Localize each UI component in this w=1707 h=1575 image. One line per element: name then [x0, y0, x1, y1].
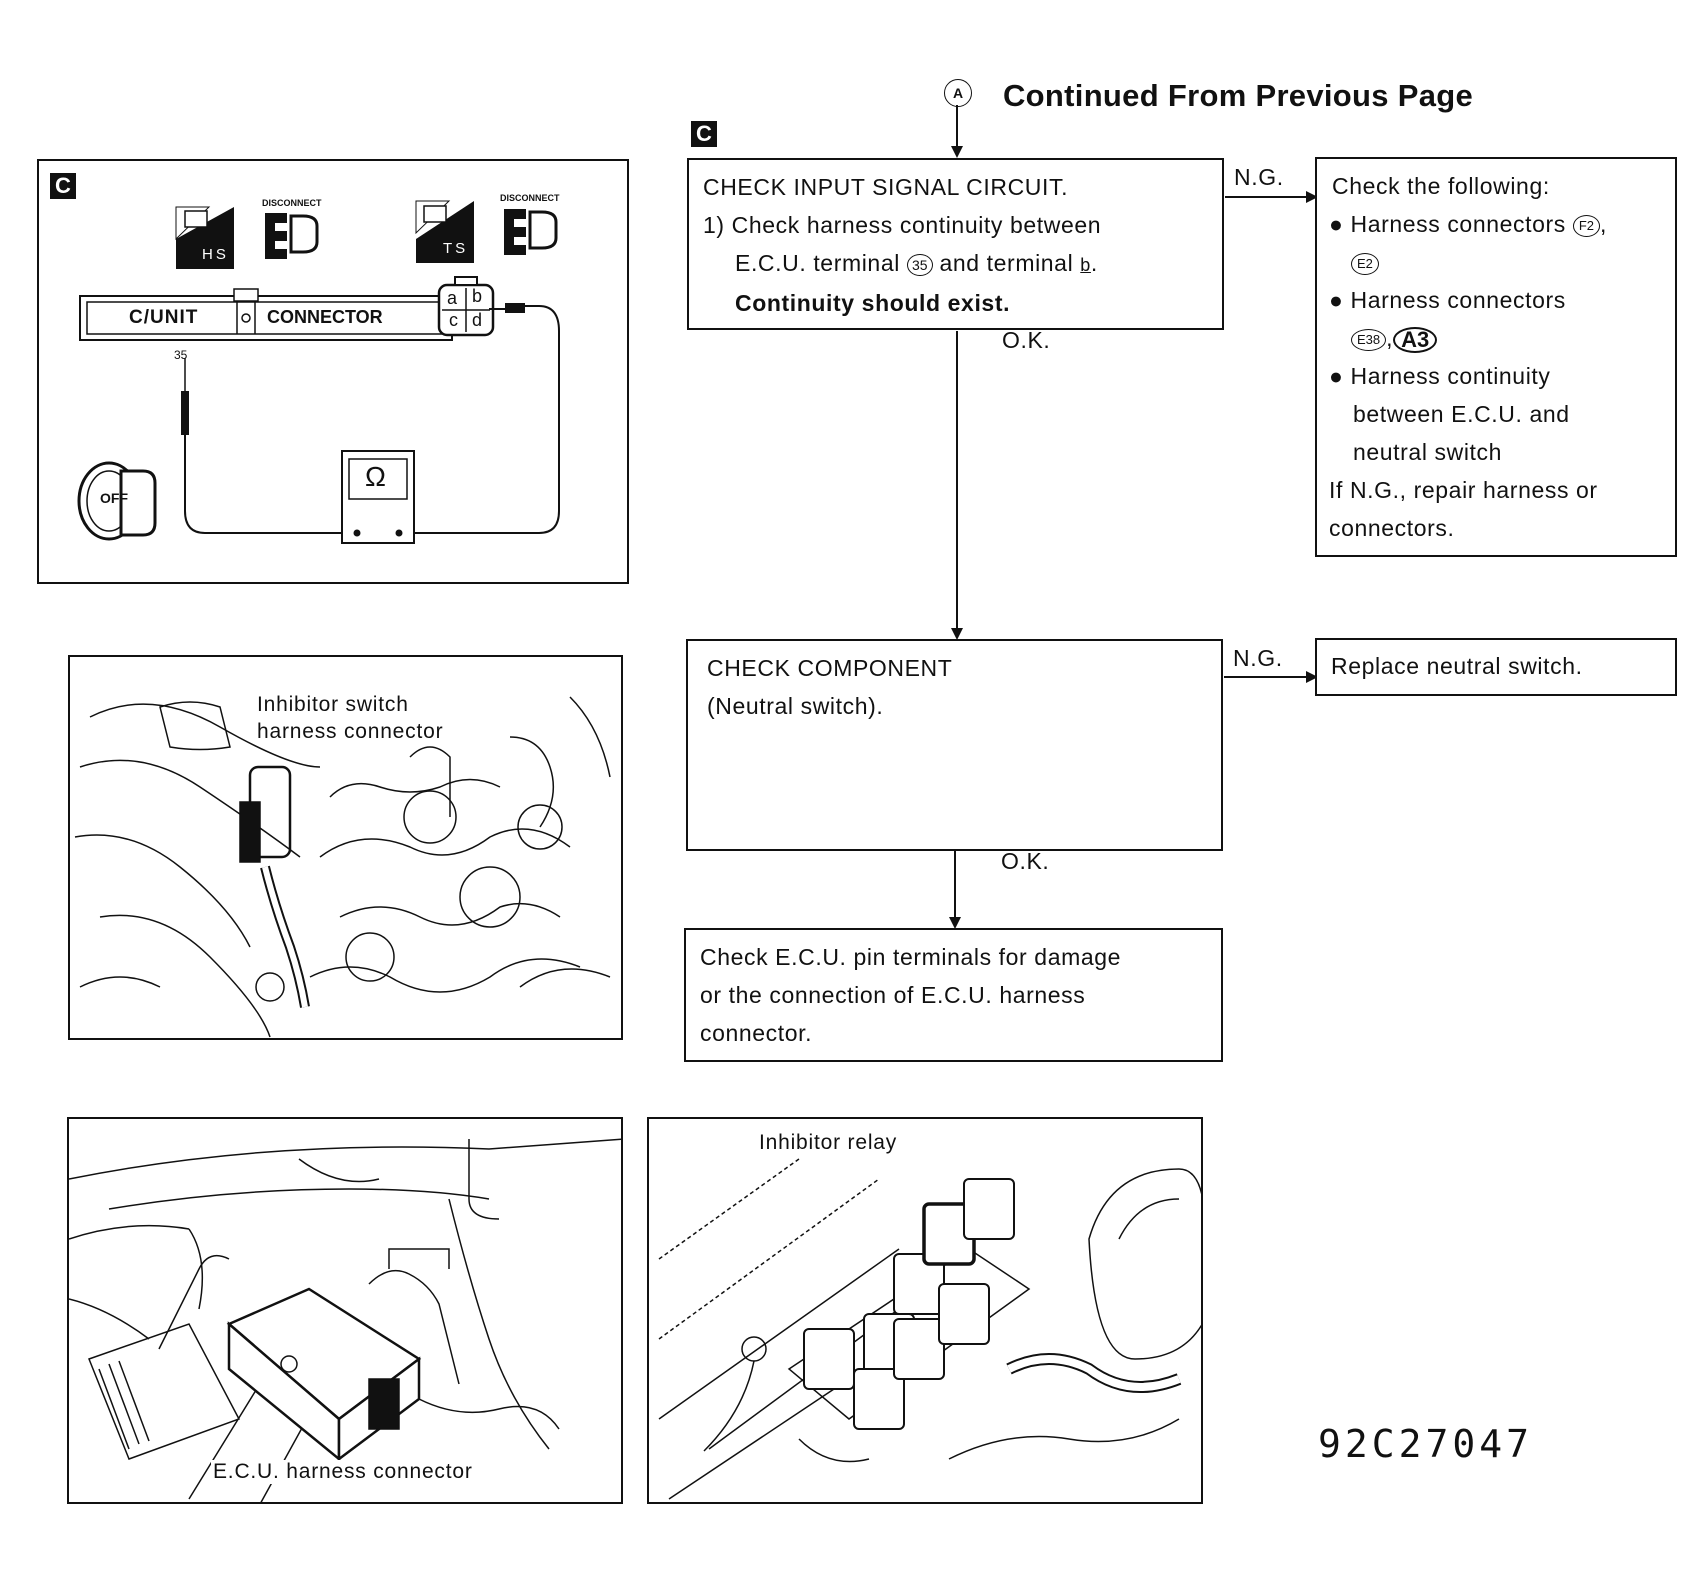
connector-label: CONNECTOR — [267, 307, 383, 327]
ng1-bullet3-l1: Harness continuity — [1350, 363, 1551, 389]
ng1-bullet2-text: Harness connectors — [1350, 287, 1566, 313]
step1-line2: E.C.U. terminal 35 and terminal b. — [703, 244, 1222, 284]
step1-line2-b: and terminal — [939, 250, 1074, 276]
neutral-switch-connector — [379, 276, 560, 534]
inhibitor-switch-label-1: Inhibitor switch — [255, 693, 411, 717]
pin-a-label: a — [447, 288, 458, 308]
pin-35-label: 35 — [174, 348, 188, 362]
ng1-last1: If N.G., repair harness or — [1329, 477, 1598, 503]
ng1-bullet1-text: Harness connectors — [1350, 211, 1566, 237]
disconnect-label-1: DISCONNECT — [262, 198, 322, 208]
ng2-box: Replace neutral switch. — [1315, 638, 1677, 696]
ohm-symbol: Ω — [365, 461, 386, 492]
connector-a3-badge: A3 — [1393, 326, 1438, 353]
pin-d-label: d — [472, 310, 483, 330]
step2-title: CHECK COMPONENT — [707, 655, 953, 681]
bullet-icon: ● — [1329, 287, 1344, 313]
ng1-bullet2-cont: E38,A3 — [1329, 319, 1675, 357]
step1-title: CHECK INPUT SIGNAL CIRCUIT. — [703, 174, 1069, 200]
terminal-35-badge: 35 — [906, 253, 933, 276]
step3-line3: connector. — [700, 1020, 813, 1046]
connector-f2-badge: F2 — [1572, 214, 1601, 237]
step2-subtitle: (Neutral switch). — [707, 693, 884, 719]
cunit-label: C/UNIT — [129, 307, 199, 328]
disconnect-connector-icon-2 — [504, 209, 558, 255]
relay-boxes — [803, 1178, 1015, 1430]
ng1-last2: connectors. — [1329, 515, 1455, 541]
disconnect-label-2: DISCONNECT — [500, 193, 560, 203]
ng1-box: Check the following: ● Harness connector… — [1315, 157, 1677, 557]
inhibitor-relay-figure: Inhibitor relay — [647, 1117, 1203, 1504]
ng1-bullet3-l3: neutral switch — [1353, 439, 1503, 465]
step2-ng-label: N.G. — [1233, 645, 1283, 671]
page-title: Continued From Previous Page — [1003, 78, 1474, 113]
probe-35 — [181, 358, 342, 534]
figure-code: 92C27047 — [1318, 1422, 1534, 1466]
step1-line2-a: E.C.U. terminal — [735, 250, 900, 276]
step3-box: Check E.C.U. pin terminals for damage or… — [684, 928, 1223, 1062]
ng1-bullet2: ● Harness connectors — [1329, 281, 1675, 319]
inhibitor-relay-label: Inhibitor relay — [757, 1131, 900, 1155]
ecu-figure: E.C.U. harness connector — [67, 1117, 623, 1504]
ng1-bullet1-cont: E2 — [1329, 243, 1675, 281]
ohmmeter — [341, 450, 415, 544]
circuit-figure-tag: C — [50, 173, 76, 199]
section-tag: C — [691, 121, 717, 147]
disconnect-connector-icon-1 — [265, 213, 319, 259]
connector-e38-badge: E38 — [1351, 328, 1387, 351]
ignition-key-icon — [77, 461, 157, 541]
pin-c-label: c — [449, 310, 458, 330]
ecu-drawing — [69, 1138, 621, 1502]
step1-line3: Continuity should exist. — [735, 290, 1011, 316]
bullet-icon: ● — [1329, 363, 1344, 389]
ng1-bullet1-sep: , — [1600, 211, 1608, 237]
inhibitor-switch-label-2: harness connector — [255, 720, 446, 744]
step2-ok-label: O.K. — [1001, 848, 1050, 874]
key-off-label: OFF — [100, 490, 128, 506]
ng1-bullet3: ● Harness continuity — [1329, 357, 1675, 395]
pin-b-label: b — [472, 286, 483, 306]
ts-label: TS — [443, 240, 469, 257]
ng1-bullet3-l2: between E.C.U. and — [1353, 401, 1570, 427]
inhibitor-switch-drawing — [74, 696, 611, 1038]
ng1-bullet1: ● Harness connectors F2, — [1329, 205, 1675, 243]
circuit-drawing — [77, 200, 560, 544]
step1-box: CHECK INPUT SIGNAL CIRCUIT. 1) Check har… — [687, 158, 1224, 330]
hs-mode-icon — [175, 206, 234, 269]
step3-line2: or the connection of E.C.U. harness — [700, 982, 1086, 1008]
connector-a-marker: A — [944, 79, 972, 107]
bullet-icon: ● — [1329, 211, 1344, 237]
step2-box: CHECK COMPONENT (Neutral switch). — [686, 639, 1223, 851]
inhibitor-switch-figure: Inhibitor switch harness connector — [68, 655, 623, 1040]
step1-ng-label: N.G. — [1234, 164, 1284, 190]
terminal-b-label: b — [1080, 255, 1091, 275]
inhibitor-relay-drawing — [658, 1158, 1201, 1500]
ng2-text: Replace neutral switch. — [1331, 653, 1583, 679]
ecu-label: E.C.U. harness connector — [211, 1460, 475, 1484]
ts-mode-icon — [415, 200, 474, 263]
step1-ok-label: O.K. — [1002, 327, 1051, 353]
hs-label: HS — [202, 246, 229, 263]
connector-e2-badge: E2 — [1351, 252, 1379, 275]
ng1-line1: Check the following: — [1332, 173, 1550, 199]
step3-line1: Check E.C.U. pin terminals for damage — [700, 944, 1122, 970]
circuit-diagram-figure: C HS TS DISCONNECT DISCONNECT C/UNIT CON… — [37, 159, 629, 584]
step1-line2-end: . — [1090, 250, 1098, 276]
ng1-bullet2-sep: , — [1386, 325, 1394, 351]
step1-line1: 1) Check harness continuity between — [703, 212, 1102, 238]
connector-a-label: A — [952, 85, 964, 101]
